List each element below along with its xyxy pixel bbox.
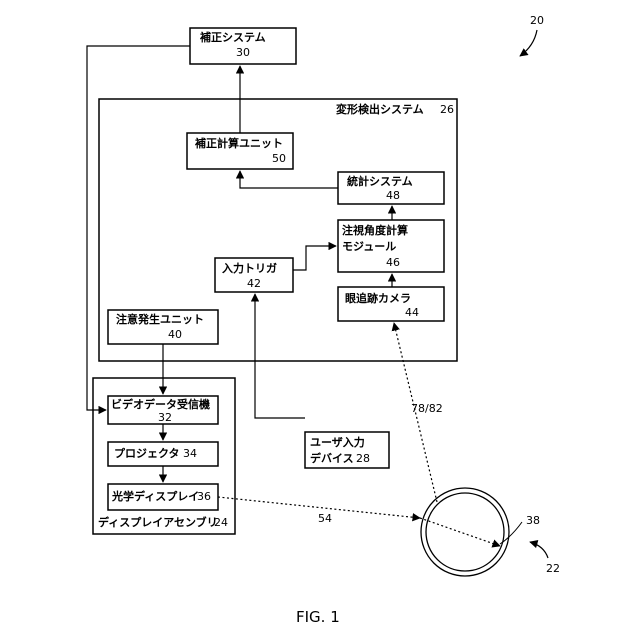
figure-ref-20: 20 [530, 14, 544, 27]
projector-ref: 34 [183, 447, 197, 460]
eye-outer-circle [421, 488, 509, 576]
path-label-54: 54 [318, 512, 332, 525]
statistics-system-label: 統計システム [347, 175, 413, 188]
statistics-system-ref: 48 [386, 189, 400, 202]
attention-unit-label: 注意発生ユニット [116, 313, 204, 326]
dashed-path-into-eye [420, 518, 500, 546]
eye-ref-38: 38 [526, 514, 540, 527]
leader-20-arrow [520, 30, 537, 56]
arrow-correction-to-receiver [87, 46, 190, 410]
path-label-78-82: 78/82 [411, 402, 443, 415]
deformation-detection-system-label: 変形検出システム [336, 103, 424, 116]
eye-tracking-camera-label: 眼追跡カメラ [345, 292, 411, 305]
arrow-trigger-to-gaze [293, 246, 336, 270]
video-receiver-ref: 32 [158, 411, 172, 424]
user-input-device-label-2: デバイス [310, 452, 354, 465]
user-ref-22: 22 [546, 562, 560, 575]
leader-22-arrow [530, 542, 548, 558]
input-trigger-label: 入力トリガ [222, 262, 277, 275]
display-assembly-label: ディスプレイアセンブリ [98, 516, 218, 529]
user-input-device-label-1: ユーザ入力 [310, 436, 365, 449]
arrow-user-input-to-trigger [255, 294, 305, 418]
input-trigger-ref: 42 [247, 277, 261, 290]
gaze-angle-module-label-2: モジュール [342, 240, 396, 253]
correction-calc-unit-label: 補正計算ユニット [195, 137, 283, 150]
display-assembly-ref: 24 [214, 516, 228, 529]
arrow-stats-to-calc [240, 171, 338, 188]
gaze-angle-module-label-1: 注視角度計算 [342, 224, 408, 237]
optical-display-ref: 36 [197, 490, 211, 503]
attention-unit-ref: 40 [168, 328, 182, 341]
projector-label: プロジェクタ [114, 447, 180, 460]
deformation-detection-system-ref: 26 [440, 103, 454, 116]
correction-calc-unit-ref: 50 [272, 152, 286, 165]
video-receiver-label: ビデオデータ受信機 [111, 398, 210, 411]
figure-caption: FIG. 1 [296, 608, 340, 626]
correction-system-ref: 30 [236, 46, 250, 59]
eye-tracking-camera-ref: 44 [405, 306, 419, 319]
eye-inner-circle [426, 493, 504, 571]
user-input-device-ref: 28 [356, 452, 370, 465]
gaze-angle-module-ref: 46 [386, 256, 400, 269]
correction-system-label: 補正システム [200, 31, 266, 44]
optical-display-label: 光学ディスプレイ [112, 490, 199, 503]
